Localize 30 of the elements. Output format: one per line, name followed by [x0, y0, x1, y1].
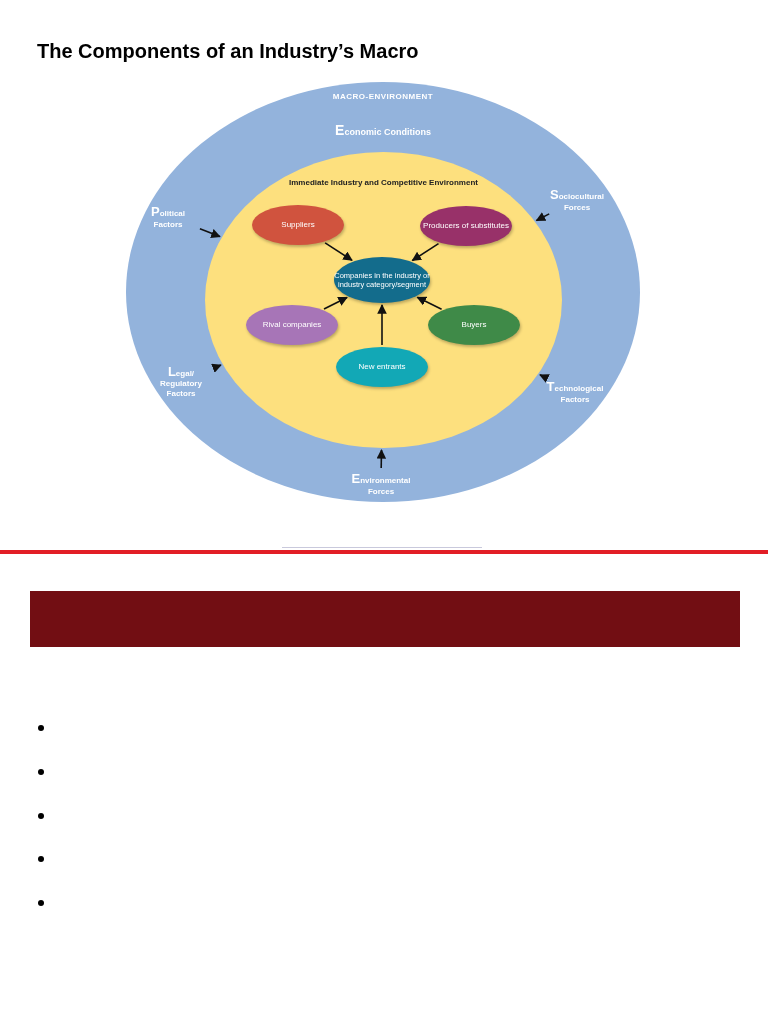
arrow — [324, 242, 353, 262]
arrow — [411, 242, 440, 262]
ellipse-node — [246, 305, 338, 345]
node-label: New entrants — [358, 362, 406, 372]
arrow — [323, 296, 348, 310]
arrow — [416, 296, 443, 310]
ellipse-node — [428, 305, 520, 345]
ellipse-node — [252, 205, 344, 245]
node-label: Economic Conditions — [334, 122, 432, 139]
arrow — [535, 212, 550, 222]
arrow — [211, 363, 222, 373]
factor-label: Legal/ Regulatory Factors — [159, 363, 203, 399]
node-label: Buyers — [461, 320, 487, 330]
factor-label: Technological Factors — [545, 378, 605, 405]
arrow — [199, 228, 221, 238]
factor-label: Political Factors — [150, 203, 186, 230]
ellipse-node — [334, 257, 430, 303]
node-label: Rival companies — [262, 320, 322, 330]
arrow — [376, 449, 387, 469]
ellipse-node — [336, 347, 428, 387]
node-label: Immediate Industry and Competitive Environment — [288, 178, 479, 188]
page-title: The Components of an Industry’s Macro — [37, 40, 419, 63]
node-label: Suppliers — [281, 220, 315, 230]
ellipse-node — [420, 206, 512, 246]
node-label: MACRO-ENVIRONMENT — [331, 92, 435, 102]
arrow — [377, 304, 387, 346]
factor-label: Sociocultural Forces — [549, 186, 605, 213]
node-label: Producers of substitutes — [423, 221, 509, 231]
arrow — [539, 374, 550, 383]
factor-label: Environmental Forces — [350, 470, 412, 497]
